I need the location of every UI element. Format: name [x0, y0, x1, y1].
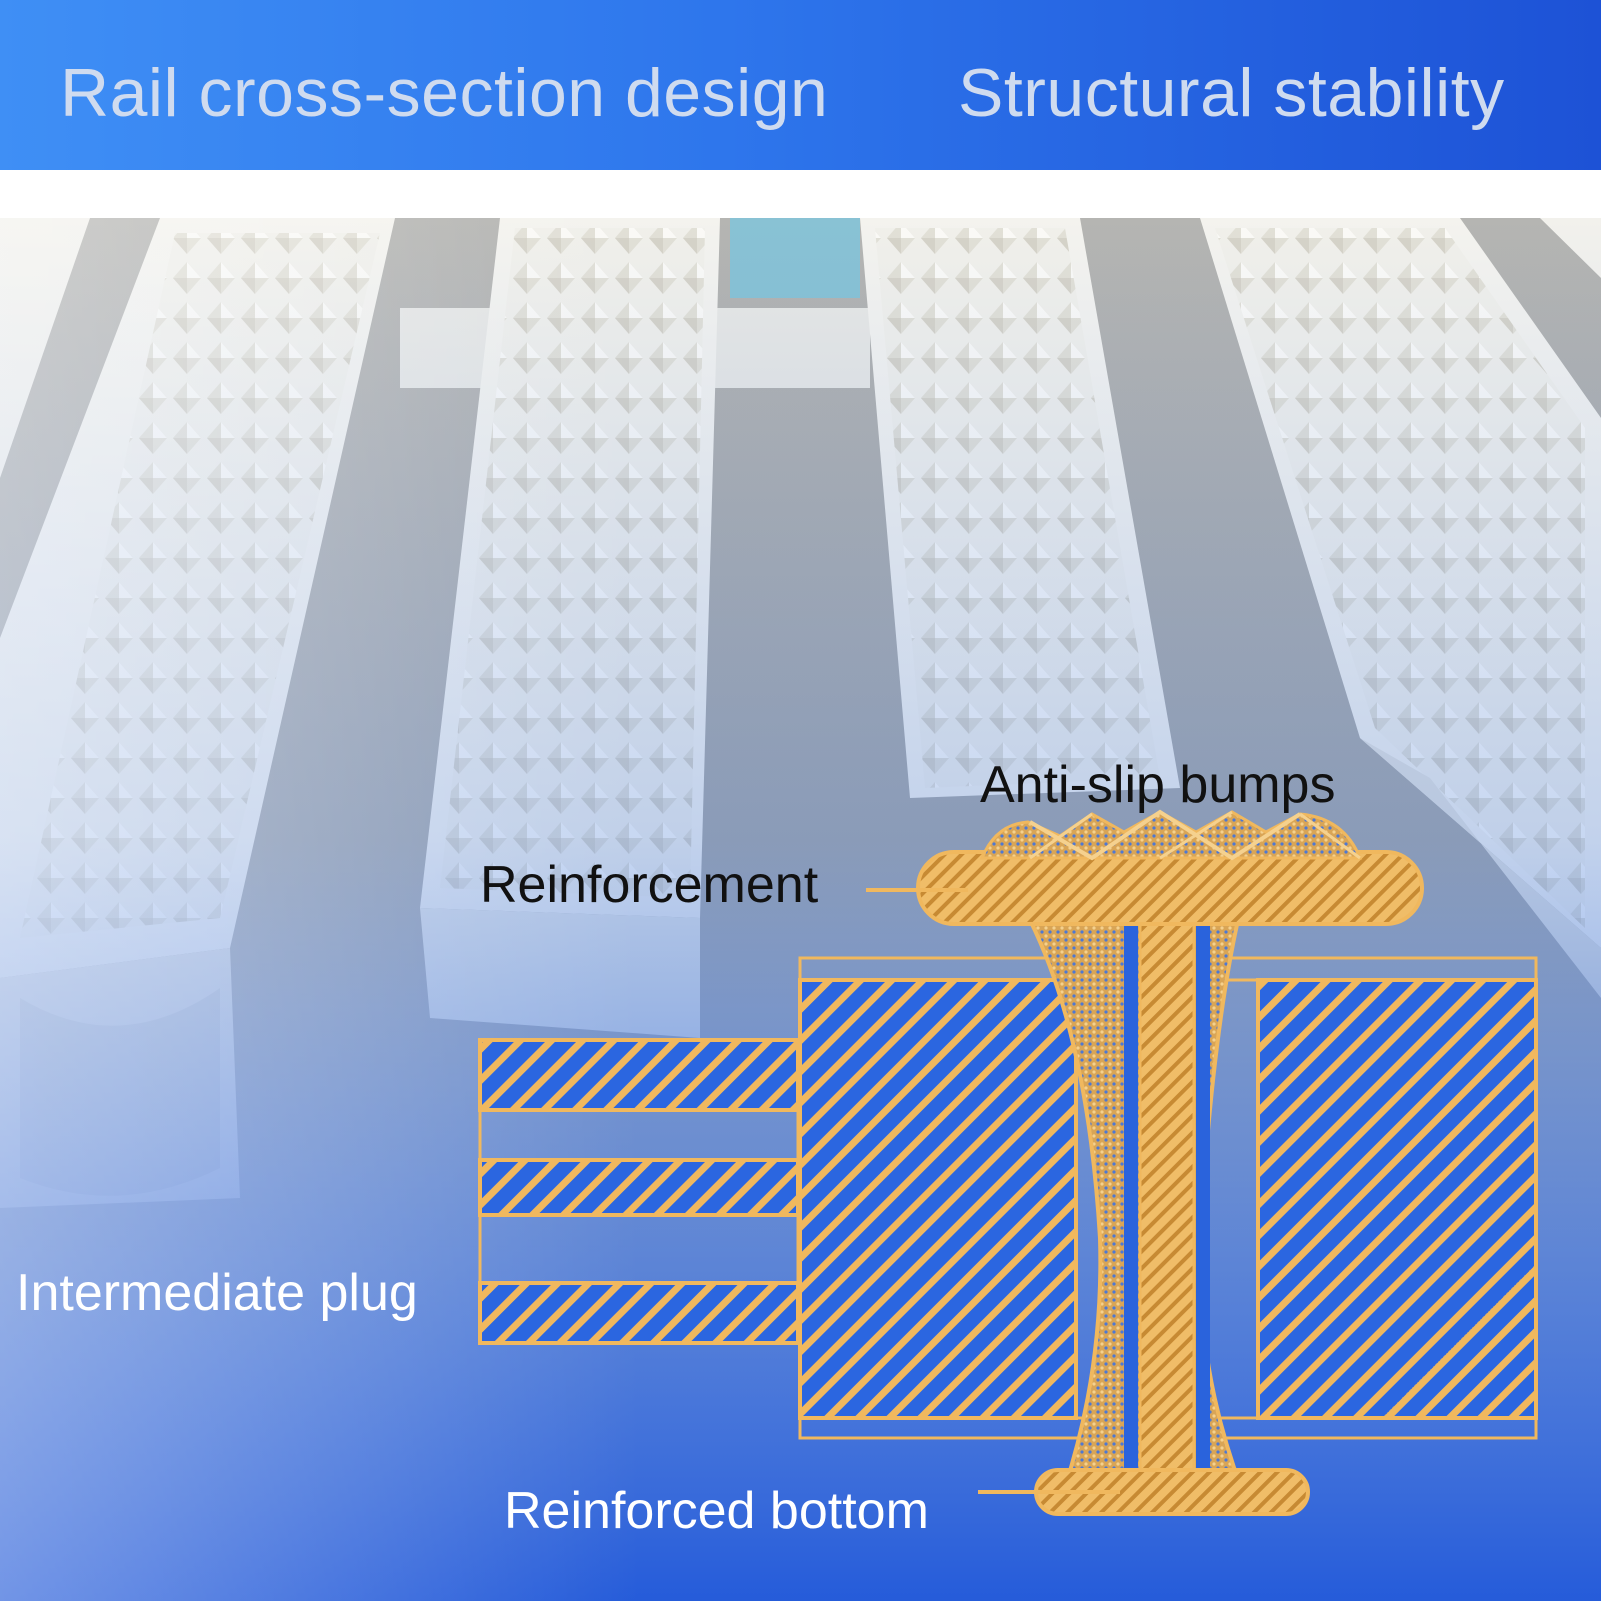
label-reinforcement: Reinforcement: [480, 856, 819, 914]
product-photo: [0, 218, 1601, 1601]
label-intermediate-plug: Intermediate plug: [16, 1264, 418, 1322]
header-title-right: Structural stability: [958, 55, 1505, 131]
header-title-left: Rail cross-section design: [60, 55, 829, 131]
rail-photo-illustration: [0, 218, 1601, 1601]
white-divider: [0, 170, 1601, 218]
label-reinforced-bottom: Reinforced bottom: [504, 1482, 929, 1540]
header-banner: Rail cross-section design Structural sta…: [0, 0, 1601, 170]
label-anti-slip-bumps: Anti-slip bumps: [980, 756, 1336, 814]
cross-section-diagram: [478, 809, 1538, 1516]
